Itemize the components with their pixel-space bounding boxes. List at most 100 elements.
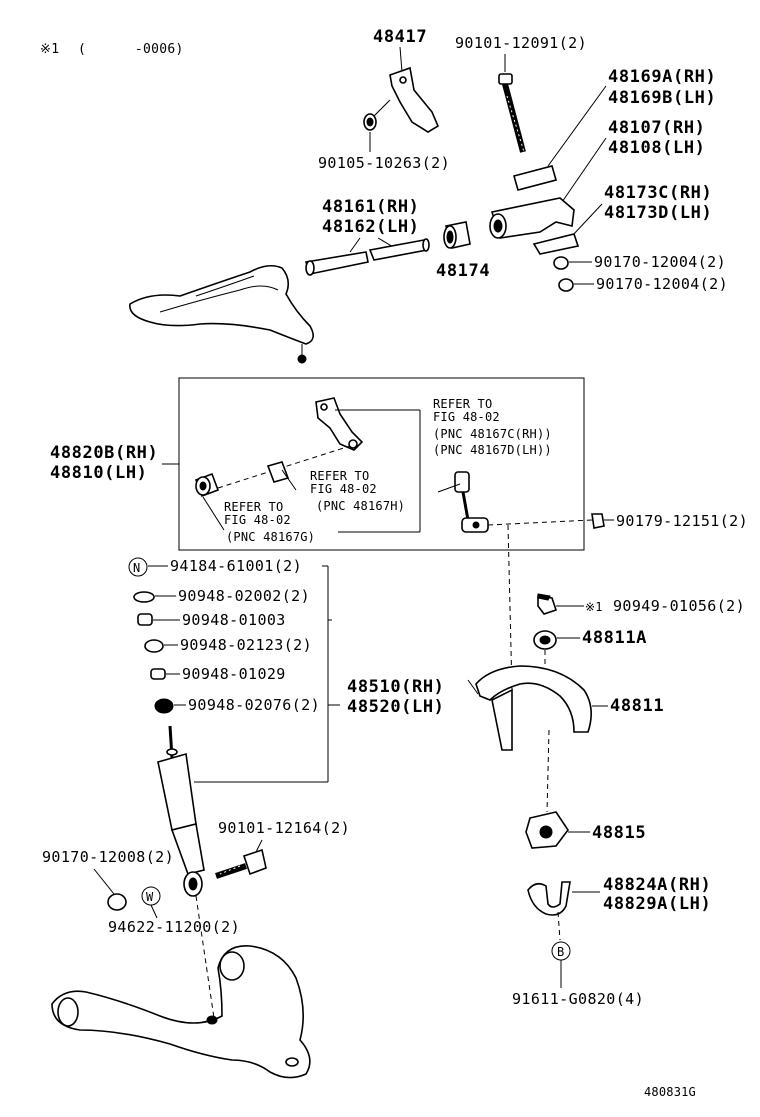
leader-48161 [349,237,361,253]
label-48811[interactable]: 48811 [610,696,664,716]
bracket-48107-drawing [489,197,575,239]
marker-n-circle [128,557,148,577]
label-90948-01003[interactable]: 90948-01003 [182,611,286,629]
label-90170-12008[interactable]: 90170-12008(2) [42,848,174,866]
leader-48107 [559,137,607,206]
leader-refer2 [281,469,297,491]
bolt-12164-drawing [215,848,267,879]
refer1-line3: (PNC 48167C(RH)) [433,427,552,441]
label-90170-12004b[interactable]: 90170-12004(2) [596,275,728,293]
label-91611-g0820[interactable]: 91611-G0820(4) [512,990,644,1008]
label-48815[interactable]: 48815 [592,823,646,843]
label-90949-01056[interactable]: 90949-01056(2) [613,597,745,615]
lower-arm-drawing [51,945,311,1079]
shock-dash-down [195,895,215,1019]
leader-48173 [571,203,603,237]
link-bracket-drawing [315,397,364,451]
refer3-line3: (PNC 48167G) [226,530,315,544]
shock-absorber-drawing [157,725,205,897]
link-sleeve-drawing [266,461,290,483]
label-48510[interactable]: 48510(RH) [347,677,445,697]
label-48811a[interactable]: 48811A [582,628,647,648]
note-range: ( -0006) [78,42,184,57]
leader-48169 [547,85,607,167]
bracket-48417-drawing [389,66,440,133]
long-bolt-drawing [498,73,526,153]
refer2-line3: (PNC 48167H) [316,499,405,513]
refer3-line2: FIG 48-02 [224,513,291,527]
label-48108[interactable]: 48108(LH) [608,138,706,158]
bracket-48824-drawing [527,881,571,916]
label-94184-61001[interactable]: 94184-61001(2) [170,557,302,575]
leader-refer3 [202,496,225,531]
label-94622-11200[interactable]: 94622-11200(2) [108,918,240,936]
dash-48811-down [546,729,550,813]
washer-02123-drawing [144,639,164,653]
label-48169a[interactable]: 48169A(RH) [608,67,716,87]
label-90101-12091[interactable]: 90101-12091(2) [455,34,587,52]
kit-bracket-line [194,565,340,783]
label-48824a[interactable]: 48824A(RH) [603,875,711,895]
refer2-line2: FIG 48-02 [310,482,377,496]
link-bushing-drawing [194,472,220,498]
note-marker: ※1 [40,42,59,57]
label-48173c[interactable]: 48173C(RH) [604,183,712,203]
label-48162[interactable]: 48162(LH) [322,217,420,237]
label-90948-02123[interactable]: 90948-02123(2) [180,636,312,654]
label-48174[interactable]: 48174 [436,261,490,281]
label-90179-12151[interactable]: 90179-12151(2) [616,512,748,530]
link-dash-down [507,524,513,691]
link-rod-drawing [437,471,489,533]
leader-48417 [399,46,403,73]
refer2-line1: REFER TO [310,469,369,483]
nut-12008-drawing [107,893,127,911]
upper-arm-drawing [129,264,314,364]
cushion-01003-drawing [137,613,153,626]
bushing-48174-drawing [443,221,471,249]
bolt-90105-drawing [363,99,391,131]
label-48169b[interactable]: 48169B(LH) [608,88,716,108]
washer-02076-drawing [154,698,174,714]
clip-90949-drawing [537,593,558,615]
cushion-01029-drawing [150,668,166,680]
label-48829a[interactable]: 48829A(LH) [603,894,711,914]
dash-48824-down [557,911,561,941]
bushing-48815-drawing [525,811,569,849]
marker-n: N [133,561,140,575]
label-90948-01029[interactable]: 90948-01029 [182,665,286,683]
nut-b-drawing [558,278,574,292]
refer1-line1: REFER TO [433,397,492,411]
marker-w: W [146,890,154,904]
label-90170-12004a[interactable]: 90170-12004(2) [594,253,726,271]
leader-94622 [150,904,158,919]
refer1-line2: FIG 48-02 [433,410,500,424]
shim-48173-drawing [532,233,580,255]
shim-48169-drawing [513,165,557,191]
leader-90170-12008 [93,868,115,895]
label-48820b[interactable]: 48820B(RH) [50,443,158,463]
label-48520[interactable]: 48520(LH) [347,697,445,717]
nut-a-drawing [553,256,569,270]
refer3-line1: REFER TO [224,500,283,514]
bushing-48811a-drawing [533,630,557,650]
label-48810[interactable]: 48810(LH) [50,463,148,483]
label-90101-12164[interactable]: 90101-12164(2) [218,819,350,837]
marker-90949: ※1 [585,600,603,614]
stabilizer-bar-drawing [467,665,592,751]
label-90948-02076[interactable]: 90948-02076(2) [188,696,320,714]
shaft-48161-drawing [304,238,430,276]
label-90105-10263[interactable]: 90105-10263(2) [318,154,450,172]
label-48173d[interactable]: 48173D(LH) [604,203,712,223]
label-48417[interactable]: 48417 [373,27,427,47]
figure-code: 480831G [644,1085,696,1099]
nut-90179-drawing [591,513,605,529]
label-90948-02002[interactable]: 90948-02002(2) [178,587,310,605]
label-48161[interactable]: 48161(RH) [322,197,420,217]
link-dash-to-nut [487,519,593,526]
leader-90101-12164 [255,839,263,853]
marker-b: B [557,945,564,959]
label-48107[interactable]: 48107(RH) [608,118,706,138]
washer-02002-drawing [133,591,155,603]
